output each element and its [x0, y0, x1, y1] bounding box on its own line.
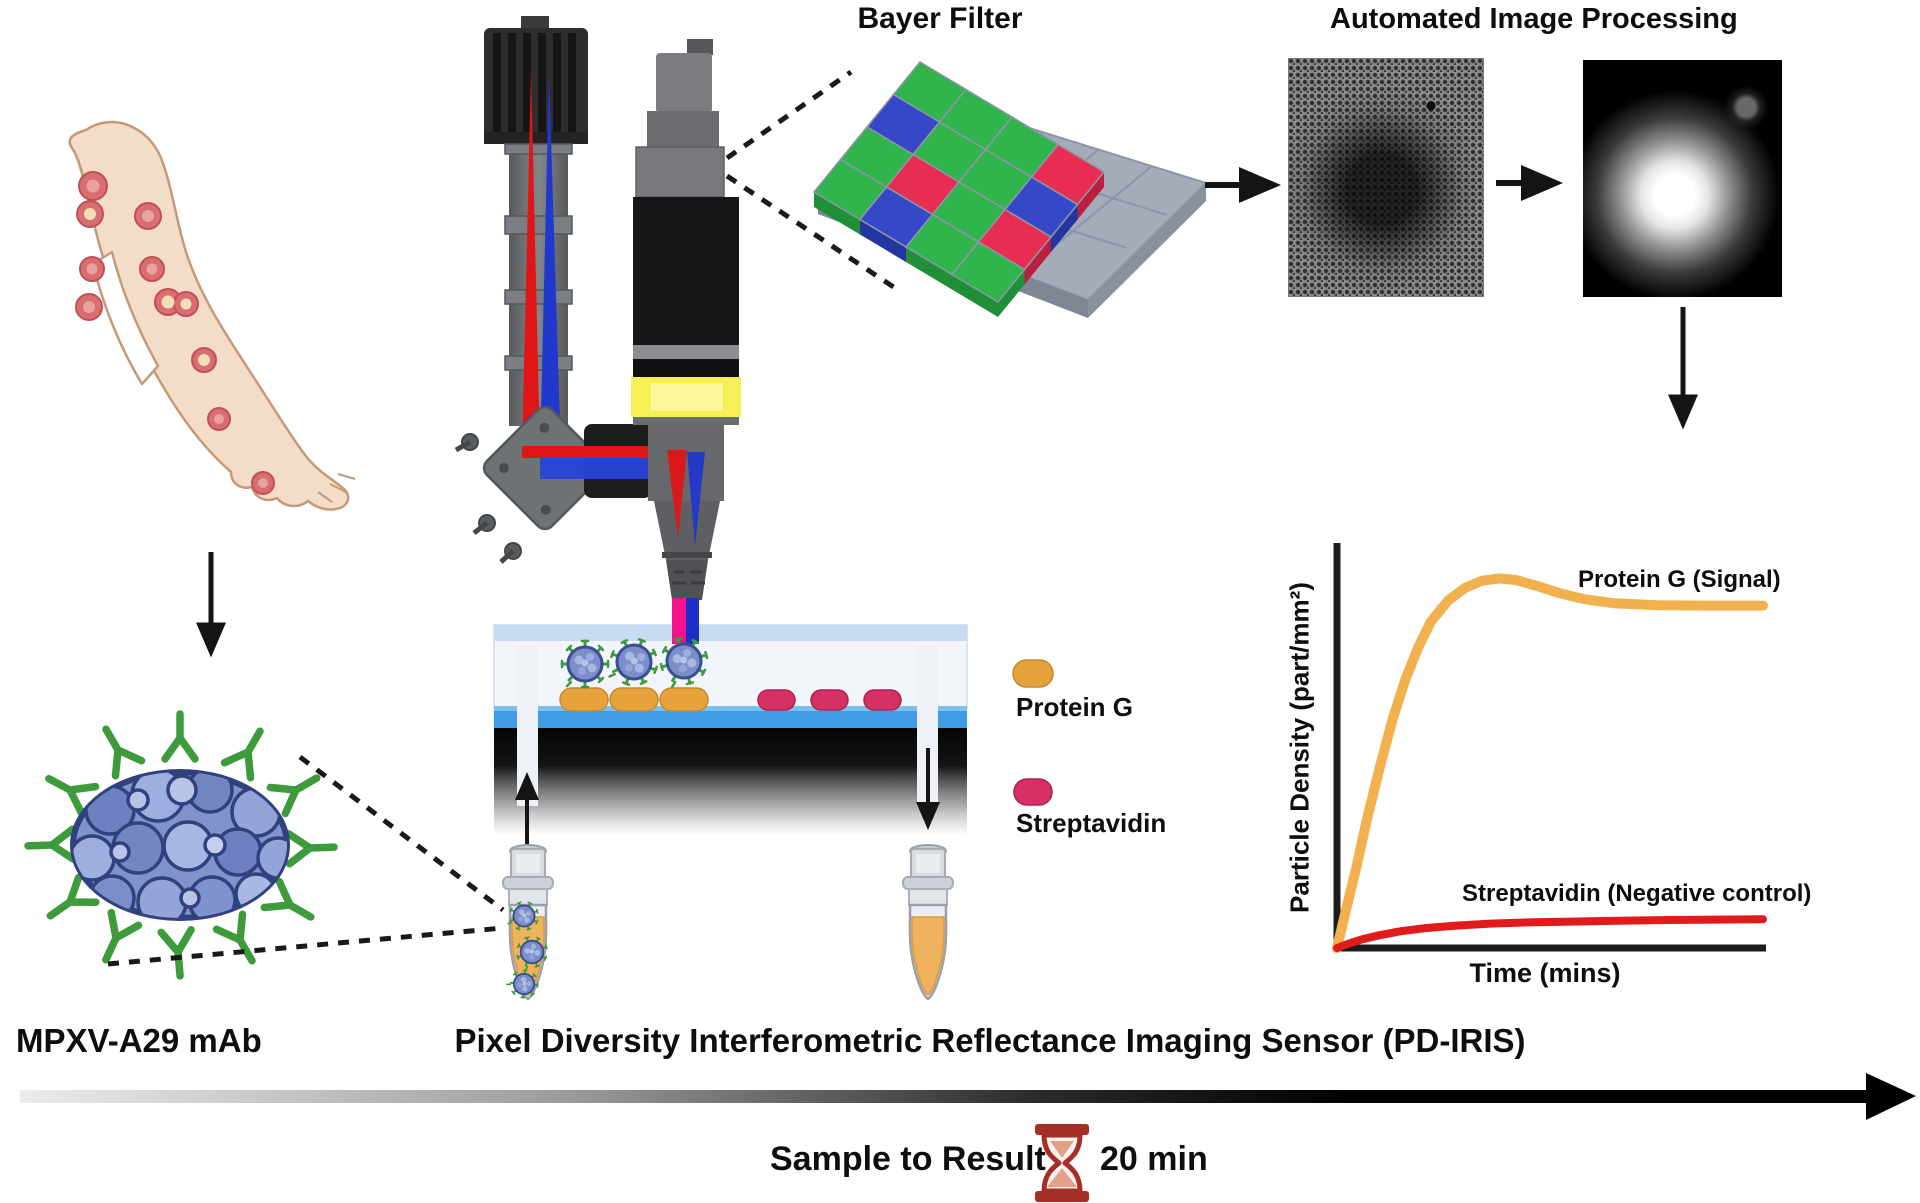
flow-cell	[493, 598, 968, 848]
bayer-tile	[814, 192, 860, 235]
device-label: Pixel Diversity Interferometric Reflecta…	[454, 1022, 1526, 1059]
timeline-arrow	[20, 1073, 1916, 1120]
illumination-tube	[509, 144, 568, 426]
beam-blue-cone	[687, 452, 705, 546]
chart-curves	[1332, 573, 1768, 953]
sample-tube	[501, 843, 555, 1005]
chart-xlabel: Time (mins)	[1469, 958, 1621, 988]
legend-streptavidin-label: Streptavidin	[1016, 808, 1167, 838]
arm-illustration	[68, 120, 356, 511]
chart-curve-negative-control	[1333, 915, 1767, 952]
sample-to-result-label: Sample to Result	[770, 1140, 1046, 1178]
pox-lesions	[75, 171, 275, 495]
bayer-tile	[950, 240, 1026, 304]
camera-body	[656, 53, 712, 113]
antibody-label: MPXV-A29 mAb	[16, 1022, 262, 1059]
streptavidin-spots	[757, 689, 902, 711]
beam-blue-focus	[686, 598, 699, 644]
waste-tube	[901, 843, 955, 1001]
outlet-channel	[917, 646, 938, 806]
chart-axes	[1333, 543, 1766, 952]
bayer-tile	[952, 274, 998, 317]
control-curve-label: Streptavidin (Negative control)	[1462, 880, 1812, 907]
beam-red-cone	[667, 450, 687, 538]
led-heatsink	[484, 28, 588, 144]
camera-knob	[687, 39, 713, 55]
yellow-filter-band	[631, 377, 741, 417]
dashed-callout-virus-to-tube	[107, 755, 505, 967]
virus-particle	[27, 714, 334, 977]
tube-collars	[504, 143, 573, 371]
bayer-tile	[1051, 204, 1078, 252]
binding-kinetics-chart	[1332, 543, 1768, 953]
chart-curve-signal	[1332, 573, 1768, 953]
chart-ylabel: Particle Density (part/mm²)	[1284, 582, 1315, 913]
processing-title: Automated Image Processing	[1330, 3, 1738, 35]
light-beam-blue	[540, 74, 561, 455]
processed-particle-image	[1583, 60, 1782, 297]
tube-lens	[633, 197, 739, 345]
raw-interference-image	[1288, 58, 1484, 297]
bayer-tile	[1077, 172, 1104, 220]
legend-protein-g-label: Protein G	[1016, 692, 1134, 722]
hourglass-icon	[1035, 1124, 1089, 1202]
bayer-tile	[906, 247, 952, 290]
beam-pink-focus	[672, 598, 686, 644]
bayer-tile-grid	[812, 60, 1106, 317]
bayer-tile	[860, 219, 906, 262]
legend-streptavidin-swatch	[1013, 778, 1053, 806]
camera-column	[631, 39, 741, 600]
light-beam-red	[522, 72, 540, 450]
bayer-filter-illustration	[812, 60, 1208, 318]
sensor-substrate	[494, 728, 967, 836]
dashed-callout-camera-to-filter	[725, 69, 900, 293]
objective-mount	[648, 425, 724, 501]
bayer-filter-title: Bayer Filter	[857, 2, 1023, 35]
bayer-tile	[1024, 237, 1051, 285]
led-illumination-arm	[454, 16, 703, 564]
legend-protein-g-swatch	[1012, 659, 1054, 688]
protein-g-spots	[559, 687, 709, 712]
bayer-tile	[998, 269, 1025, 317]
duration-label: 20 min	[1100, 1140, 1208, 1178]
signal-curve-label: Protein G (Signal)	[1578, 566, 1781, 593]
inlet-channel	[517, 646, 538, 806]
objective-lens	[654, 501, 720, 600]
